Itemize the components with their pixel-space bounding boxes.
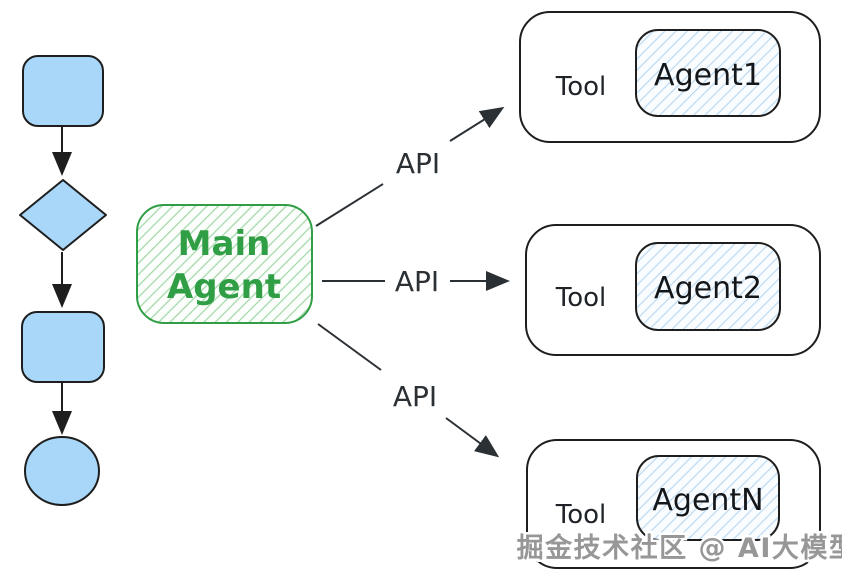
main-agent-label-line2: Agent <box>167 267 281 307</box>
flow-start-node <box>22 55 104 127</box>
tool-label-2: Tool <box>555 283 607 313</box>
agentN-label: AgentN <box>652 483 763 518</box>
tool-card-3: Tool AgentN <box>526 439 821 569</box>
main-agent-box <box>136 204 313 324</box>
agent1-label: Agent1 <box>654 58 762 93</box>
api-connection-2: API <box>322 265 510 298</box>
api-label-3: API <box>393 380 437 413</box>
api-label-2: API <box>395 265 439 298</box>
tool-label-1: Tool <box>555 72 607 102</box>
tool-label-3: Tool <box>555 500 607 530</box>
api-connection-1: API <box>315 106 505 227</box>
api-arrow-3-tail <box>317 323 382 371</box>
main-agent-label-line1: Main <box>178 224 271 264</box>
agent2-label: Agent2 <box>654 271 762 306</box>
agent2-box <box>635 242 781 331</box>
watermark: 掘金技术社区 @ AI大模型 <box>517 532 842 564</box>
tool-card-1: Tool Agent1 <box>519 11 821 143</box>
api-arrow-1-tail <box>315 183 384 227</box>
tool-card-2: Tool Agent2 <box>525 224 821 356</box>
left-flowchart <box>19 55 107 506</box>
api-arrow-3-head <box>445 417 500 458</box>
api-label-1: API <box>396 147 440 180</box>
agentN-box <box>636 455 780 541</box>
flow-decision-diamond <box>19 179 107 251</box>
flow-process-node <box>21 311 105 383</box>
agent1-box <box>635 29 781 117</box>
api-connection-3: API <box>317 323 500 458</box>
flow-end-circle <box>24 436 100 506</box>
api-arrow-1-head <box>449 106 505 142</box>
main-agent-node: Main Agent <box>136 204 313 324</box>
